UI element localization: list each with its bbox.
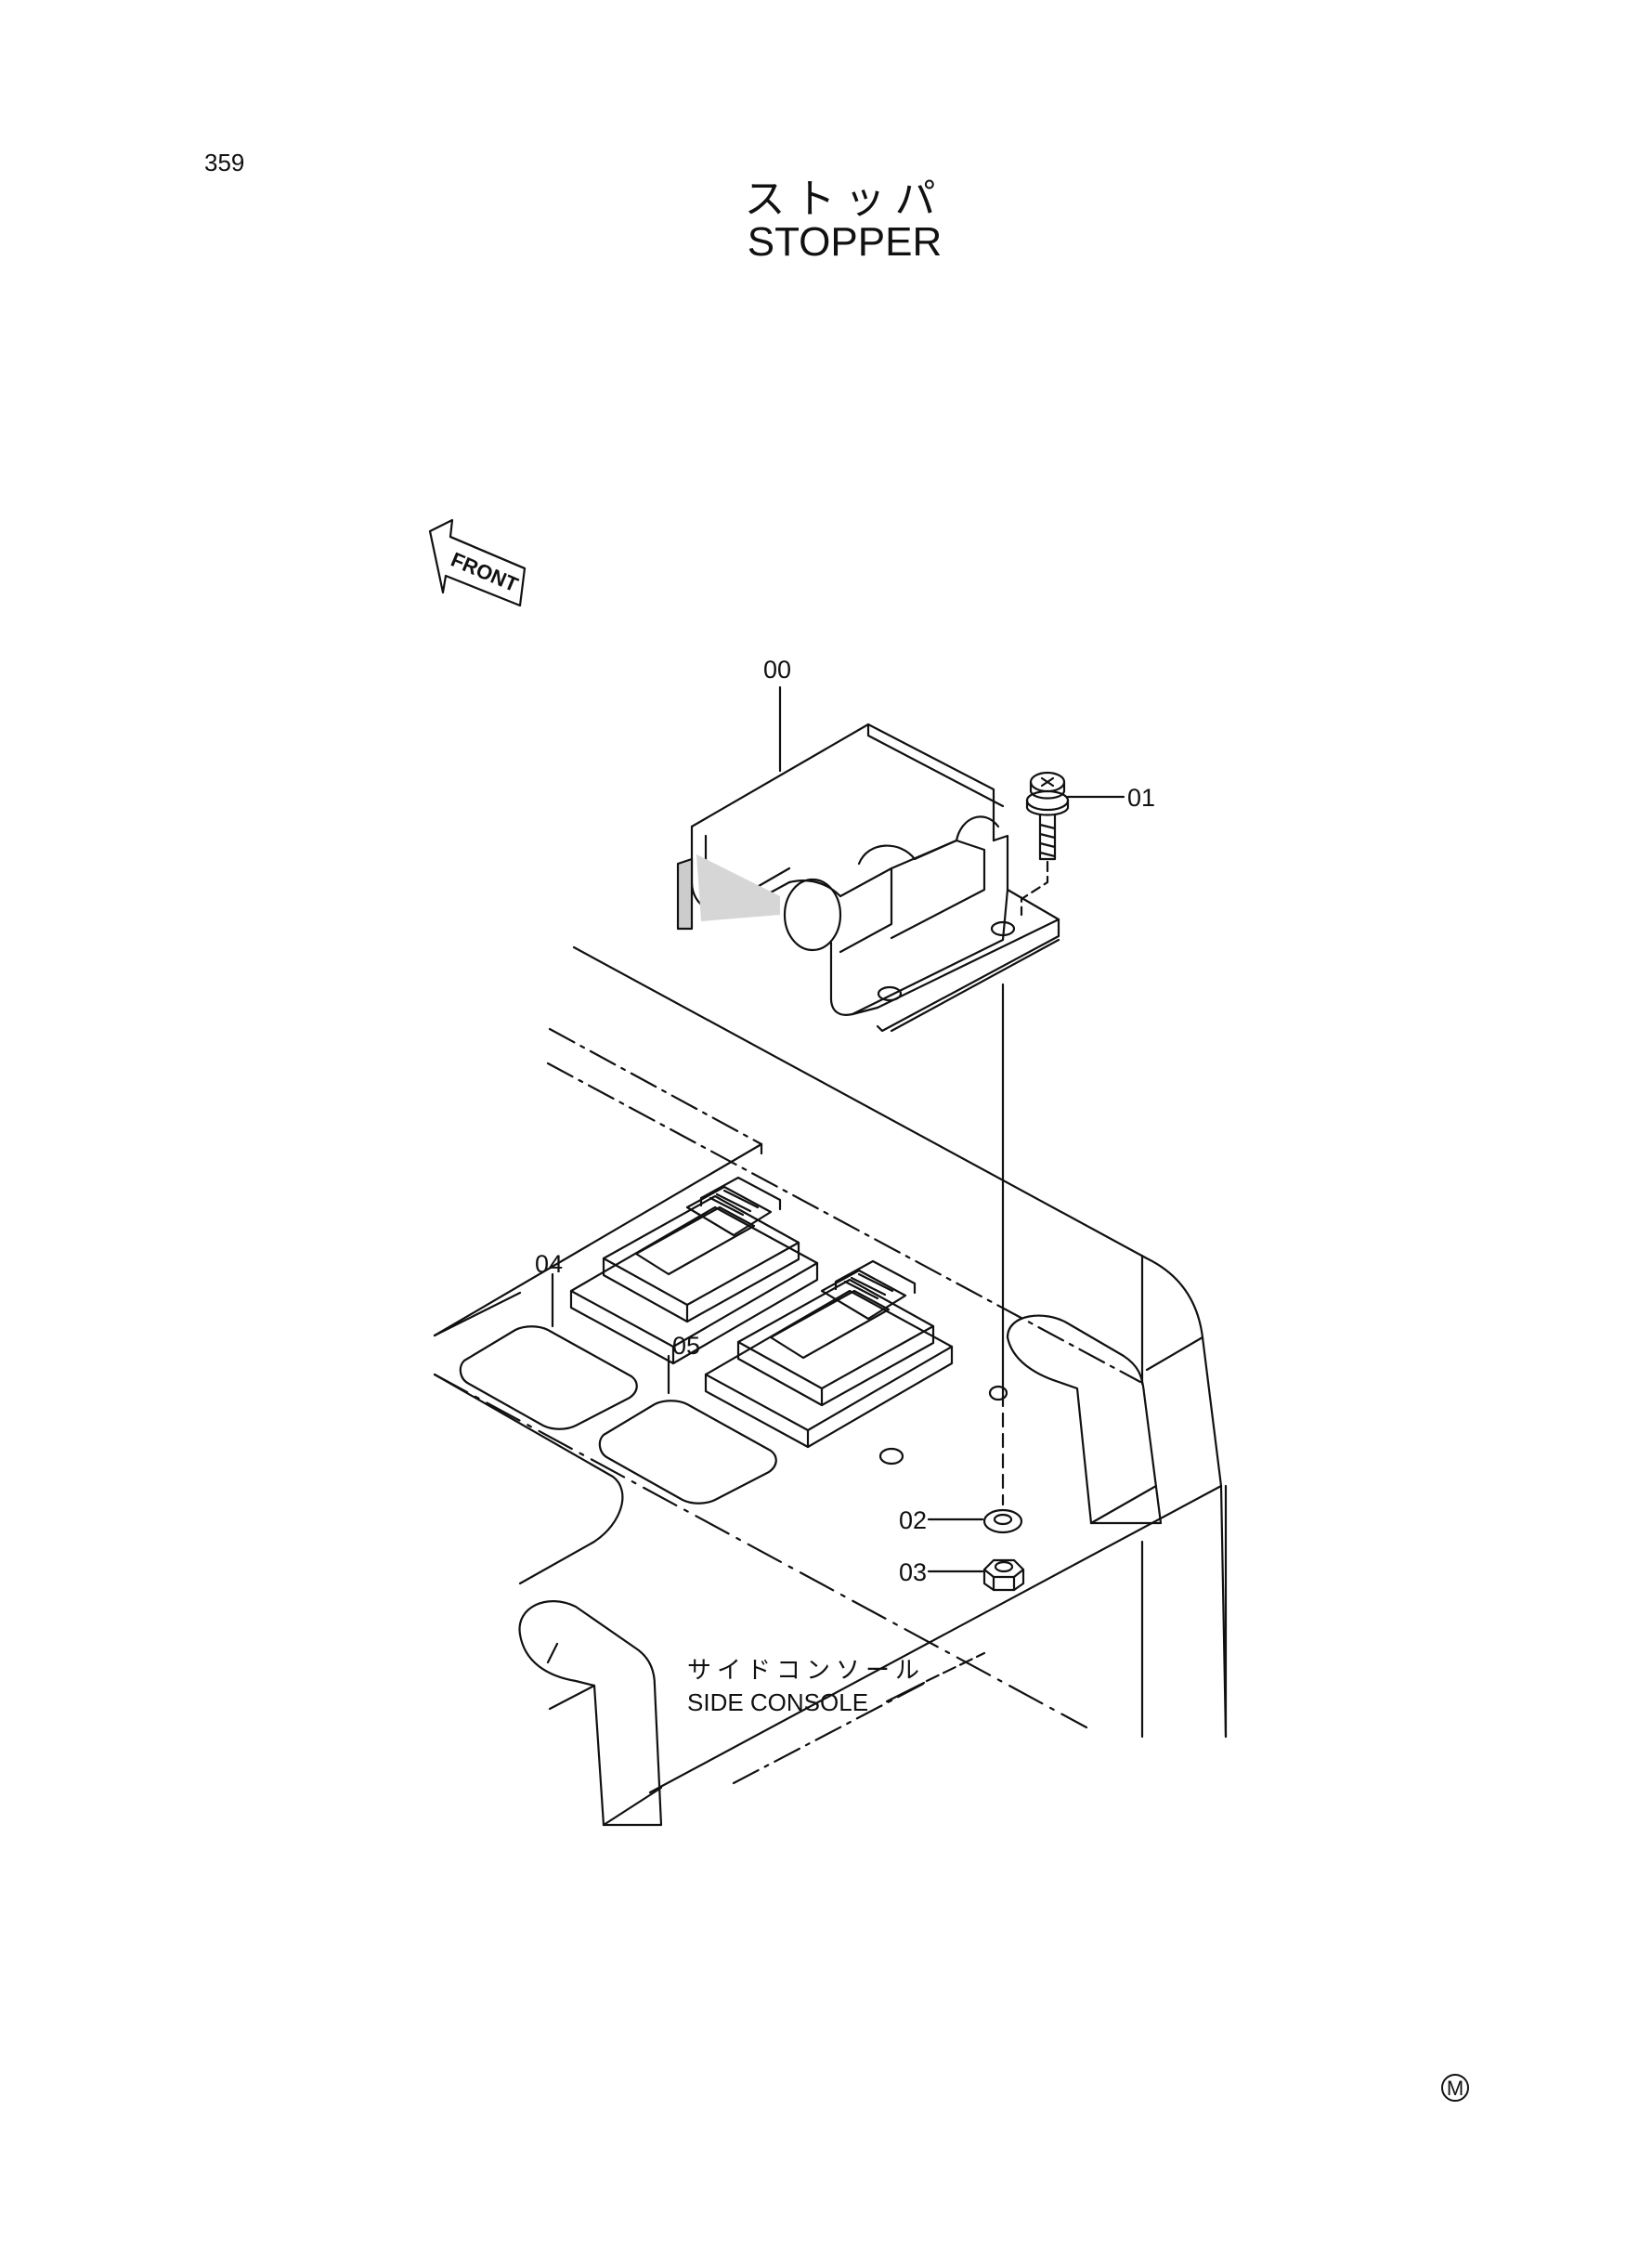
label-plate-05 <box>598 1400 777 1505</box>
page-number: 359 <box>204 149 245 176</box>
callout-05: 05 <box>672 1332 700 1360</box>
rocker-switch-2 <box>704 1259 954 1449</box>
washer <box>982 1508 1023 1534</box>
side-console <box>433 945 1228 1827</box>
title-english: STOPPER <box>747 219 943 265</box>
side-console-label-jp: サイドコンソール <box>687 1656 925 1684</box>
footer-mark: M <box>1441 2074 1469 2102</box>
front-arrow-label: FRONT <box>448 548 522 597</box>
callout-03: 03 <box>899 1558 927 1586</box>
callout-02: 02 <box>899 1506 927 1534</box>
label-plate-04 <box>459 1325 638 1430</box>
bolt <box>1025 771 1070 861</box>
stopper-bracket <box>676 723 1060 1033</box>
title-japanese: ストッパ <box>744 176 945 222</box>
callout-01: 01 <box>1127 784 1155 812</box>
svg-text:M: M <box>1447 2077 1463 2100</box>
front-arrow: FRONT <box>428 518 527 607</box>
rocker-switch-1 <box>569 1176 819 1365</box>
callout-00: 00 <box>763 656 791 684</box>
nut <box>982 1558 1025 1592</box>
side-console-label-en: SIDE CONSOLE <box>687 1688 868 1716</box>
callout-04: 04 <box>535 1250 563 1278</box>
